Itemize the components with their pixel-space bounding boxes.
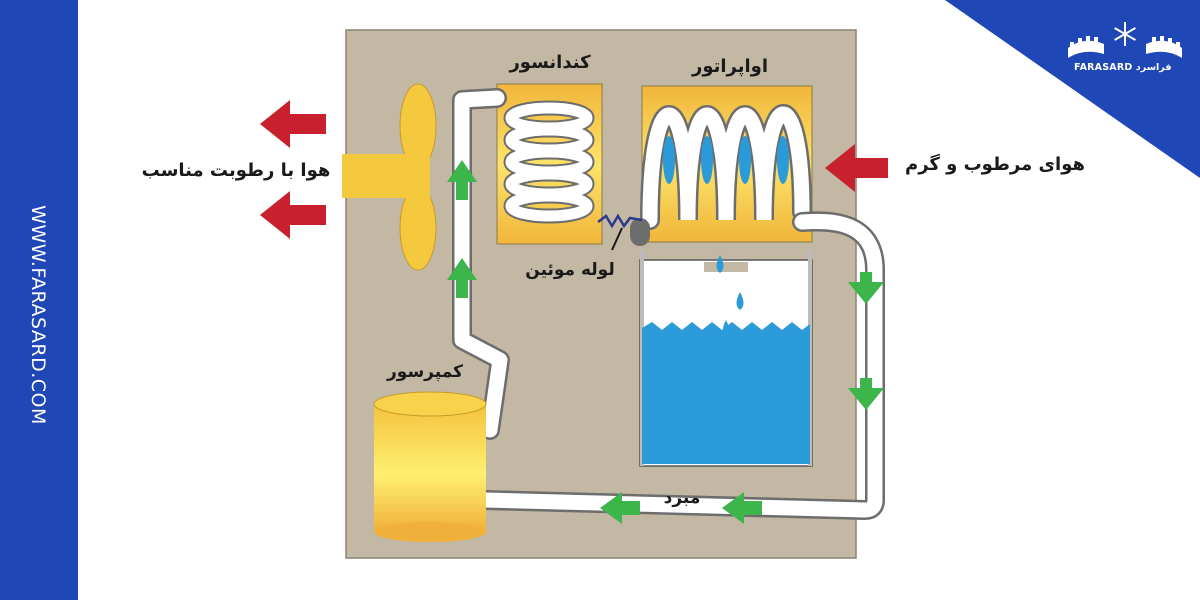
air-flow-arrows: [260, 100, 888, 239]
left-brand-band: [0, 0, 78, 600]
outlet-air-label: هوا با رطوبت مناسب: [141, 160, 331, 181]
compressor-label: کمپرسور: [387, 362, 463, 382]
evaporator-label: اواپراتور: [691, 56, 769, 77]
gear-icon: [1068, 36, 1182, 58]
refrigerant-flow-arrows: [447, 160, 884, 524]
water-drops: [716, 255, 744, 335]
farasard-logo: [1062, 18, 1188, 78]
refrigerant-label: مبرد: [663, 488, 701, 508]
compressor: [373, 391, 487, 542]
fan-icon: [342, 83, 437, 271]
inlet-air-label: هوای مرطوب و گرم: [905, 154, 1085, 175]
water-level: [642, 322, 810, 464]
snowflake-icon: [1114, 22, 1136, 46]
capillary-tube: [597, 213, 643, 229]
capillary-tube-label: لوله موئین: [525, 260, 615, 280]
condenser-label: کندانسور: [509, 52, 591, 73]
logo-text: FARASARD فراسرد: [1074, 62, 1172, 73]
corner-brand-band: [945, 0, 1200, 178]
